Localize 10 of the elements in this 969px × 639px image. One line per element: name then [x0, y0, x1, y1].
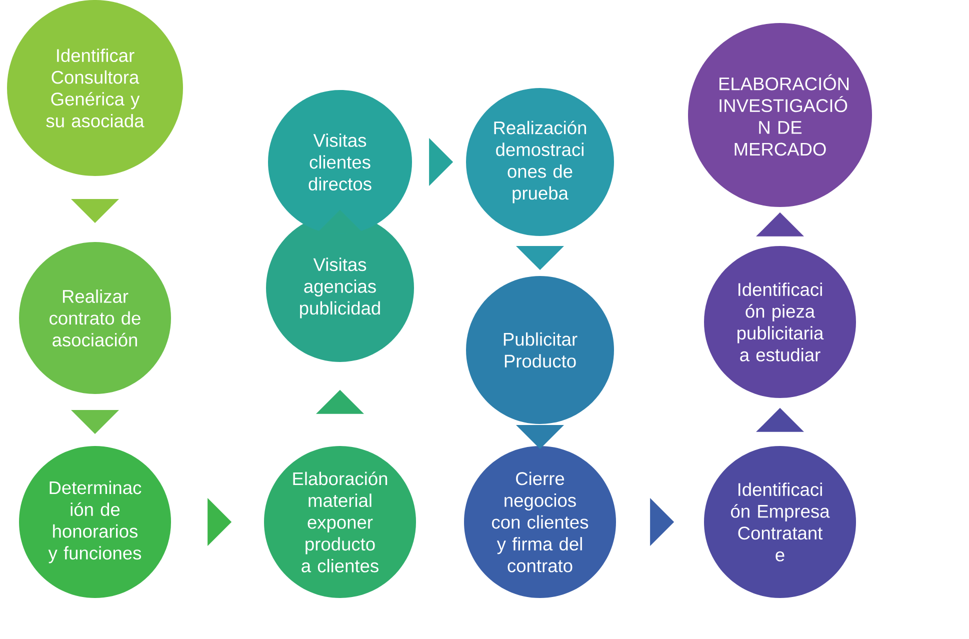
triangle-arrow	[650, 498, 674, 546]
triangle-arrow	[516, 246, 564, 270]
triangle-arrow	[71, 410, 119, 434]
triangle-arrow	[429, 138, 454, 186]
triangle-arrow	[516, 425, 564, 450]
triangle-arrow	[71, 199, 119, 224]
triangle-arrow	[756, 212, 804, 236]
triangle-arrow	[208, 498, 232, 546]
triangle-arrow	[756, 408, 804, 432]
triangle-arrow	[316, 390, 364, 414]
